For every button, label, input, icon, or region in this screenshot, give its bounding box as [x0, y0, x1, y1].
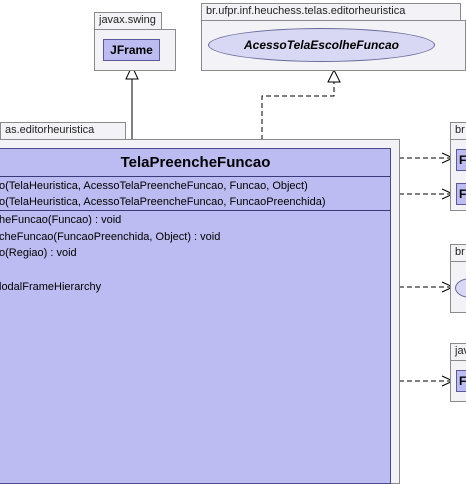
package-editor-top-name: br.ufpr.inf.heuchess.telas.editorheurist… — [206, 5, 406, 17]
package-right-2-tab: br — [450, 244, 466, 262]
package-right-2-name: br — [455, 246, 465, 258]
constructor-1: o(TelaHeuristica, AcessoTelaPreencheFunc… — [0, 180, 308, 192]
right-class-1-initial: F — [459, 153, 466, 167]
package-right-3-tab: jav — [450, 343, 466, 361]
acesso-tela-escolhe-funcao-interface[interactable]: AcessoTelaEscolheFuncao — [208, 28, 435, 62]
right-class-2[interactable]: F — [456, 183, 466, 205]
package-swing-tab: javax.swing — [94, 12, 162, 30]
method-3: o(Regiao) : void — [0, 247, 77, 259]
right-class-2-initial: F — [459, 187, 466, 201]
package-right-1-tab: br — [450, 122, 466, 140]
package-editor-main-name: as.editorheuristica — [5, 124, 95, 136]
method-5: lodalFrameHierarchy — [0, 281, 102, 293]
jframe-class-name: JFrame — [110, 43, 153, 57]
class-name: TelaPreencheFuncao — [120, 154, 271, 171]
class-divider-2 — [0, 210, 390, 211]
package-editor-top-tab: br.ufpr.inf.heuchess.telas.editorheurist… — [201, 3, 461, 21]
constructor-2: o(TelaHeuristica, AcessoTelaPreencheFunc… — [0, 196, 326, 208]
package-right-1-name: br — [455, 124, 465, 136]
right-class-3[interactable]: F — [456, 370, 466, 392]
right-class-3-initial: F — [459, 374, 466, 388]
package-editor-main-tab: as.editorheuristica — [0, 122, 126, 140]
tela-preenche-funcao-class[interactable]: TelaPreencheFuncao o(TelaHeuristica, Ace… — [0, 148, 391, 484]
method-1: heFuncao(Funcao) : void — [0, 214, 122, 226]
package-swing-name: javax.swing — [99, 14, 156, 26]
realization-line — [261, 80, 335, 148]
interface-name: AcessoTelaEscolheFuncao — [244, 38, 399, 52]
package-right-3-name: jav — [455, 345, 466, 357]
right-class-1[interactable]: F — [456, 149, 466, 171]
inheritance-arrowhead — [125, 64, 139, 80]
jframe-class[interactable]: JFrame — [103, 39, 160, 61]
realization-arrowhead — [327, 68, 341, 83]
class-divider-1 — [0, 176, 390, 177]
method-2: cheFuncao(FuncaoPreenchida, Object) : vo… — [0, 231, 221, 243]
